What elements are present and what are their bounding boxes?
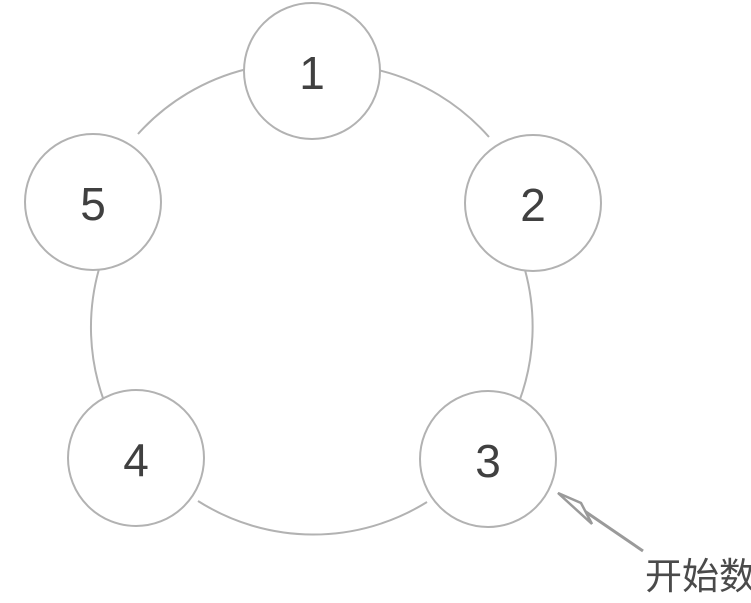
- node-3-circle[interactable]: [419, 390, 557, 528]
- node-2-label: 2: [520, 179, 546, 231]
- arrow-head-icon: [557, 491, 594, 525]
- edge-3-to-4: [197, 500, 428, 536]
- node-3-label: 3: [475, 435, 501, 487]
- annotation-label: 开始数: [645, 555, 751, 598]
- edge-2-to-3: [518, 269, 534, 403]
- edge-group: [89, 68, 534, 536]
- node-group: 1 2 3 4 5: [24, 2, 602, 528]
- edge-4-to-5: [89, 268, 105, 402]
- node-1-label: 1: [299, 47, 325, 99]
- node-2[interactable]: 2: [464, 134, 602, 272]
- node-5[interactable]: 5: [24, 133, 162, 271]
- node-5-circle[interactable]: [24, 133, 162, 271]
- edge-1-to-2: [377, 69, 490, 138]
- node-4-label: 4: [123, 434, 149, 486]
- arrow-shaft: [582, 508, 644, 553]
- node-4-circle[interactable]: [67, 389, 205, 527]
- node-1[interactable]: 1: [243, 2, 381, 140]
- node-5-label: 5: [80, 178, 106, 230]
- node-2-circle[interactable]: [464, 134, 602, 272]
- annotation-arrow: [557, 491, 644, 553]
- node-4[interactable]: 4: [67, 389, 205, 527]
- node-3[interactable]: 3: [419, 390, 557, 528]
- node-1-circle[interactable]: [243, 2, 381, 140]
- edge-5-to-1: [137, 68, 248, 135]
